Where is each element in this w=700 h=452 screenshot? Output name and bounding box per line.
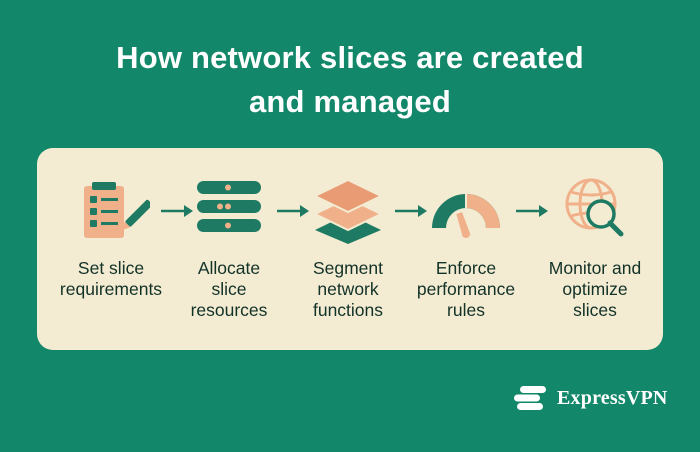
process-panel: Set slice requirements Allocate slice re… [37, 148, 663, 350]
step-label: Allocate slice resources [190, 258, 268, 320]
step-allocate-slice-resources: Allocate slice resources [170, 176, 288, 321]
checklist-pencil-icon [52, 176, 170, 244]
arrow-right-icon [161, 205, 193, 217]
expressvpn-logo-icon [514, 386, 546, 410]
brand-name: ExpressVPN [557, 386, 668, 409]
server-stack-icon [170, 176, 288, 244]
step-label: Enforce performance rules [416, 258, 516, 320]
arrow-right-icon [395, 205, 427, 217]
globe-magnifier-icon [536, 176, 654, 244]
expressvpn-brand: ExpressVPN [514, 382, 668, 414]
title-line-2: and managed [248, 84, 452, 119]
layers-icon [289, 176, 407, 244]
title-line-1: How network slices are created [116, 40, 584, 75]
step-monitor-and-optimize-slices: Monitor and optimize slices [536, 176, 654, 321]
step-label: Segment network functions [312, 258, 384, 320]
step-label: Monitor and optimize slices [548, 258, 642, 320]
speed-gauge-icon [407, 176, 525, 244]
arrow-right-icon [516, 205, 548, 217]
step-set-slice-requirements: Set slice requirements [52, 176, 170, 300]
step-label: Set slice requirements [59, 258, 163, 299]
step-segment-network-functions: Segment network functions [289, 176, 407, 321]
arrow-right-icon [277, 205, 309, 217]
step-enforce-performance-rules: Enforce performance rules [407, 176, 525, 321]
page-title: How network slices are created and manag… [0, 36, 700, 124]
